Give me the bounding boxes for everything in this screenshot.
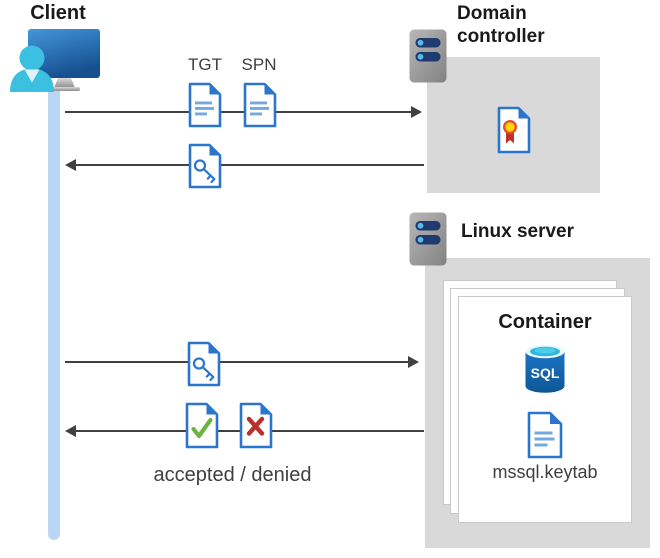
linux-server-icon	[409, 212, 447, 266]
denied-x-document-icon	[238, 402, 274, 449]
domain-controller-server-icon	[409, 29, 447, 83]
arrow-dc-to-client-head	[65, 159, 76, 171]
arrow-linux-to-client-head	[65, 425, 76, 437]
client-lifeline	[48, 88, 60, 540]
tgt-label: TGT	[188, 55, 222, 74]
client-label: Client	[30, 2, 86, 24]
client-user-workstation-icon	[3, 26, 108, 94]
service-ticket-key-icon	[187, 143, 223, 189]
arrow-client-to-dc-shaft	[65, 111, 413, 113]
spn-label: SPN	[241, 55, 277, 74]
keytab-document-icon	[526, 411, 564, 459]
linux-server-label: Linux server	[461, 221, 574, 242]
arrow-client-to-linux-head	[408, 356, 419, 368]
container-title: Container	[498, 311, 592, 333]
domain-controller-label: Domain controller	[457, 3, 545, 47]
certificate-icon	[496, 106, 532, 154]
spn-document-icon	[242, 82, 278, 128]
tgt-document-icon	[187, 82, 223, 128]
sql-badge-label: SQL	[531, 365, 560, 381]
arrow-client-to-linux-shaft	[65, 361, 410, 363]
sql-database-icon: SQL	[522, 343, 568, 395]
container-card: Container SQL	[458, 296, 632, 523]
accepted-check-document-icon	[184, 402, 220, 449]
arrow-dc-to-client-shaft	[76, 164, 424, 166]
arrow-client-to-dc-head	[411, 106, 422, 118]
service-ticket-key-icon-request	[186, 341, 222, 387]
keytab-file-label: mssql.keytab	[492, 462, 598, 482]
accepted-denied-label: accepted / denied	[153, 464, 312, 486]
